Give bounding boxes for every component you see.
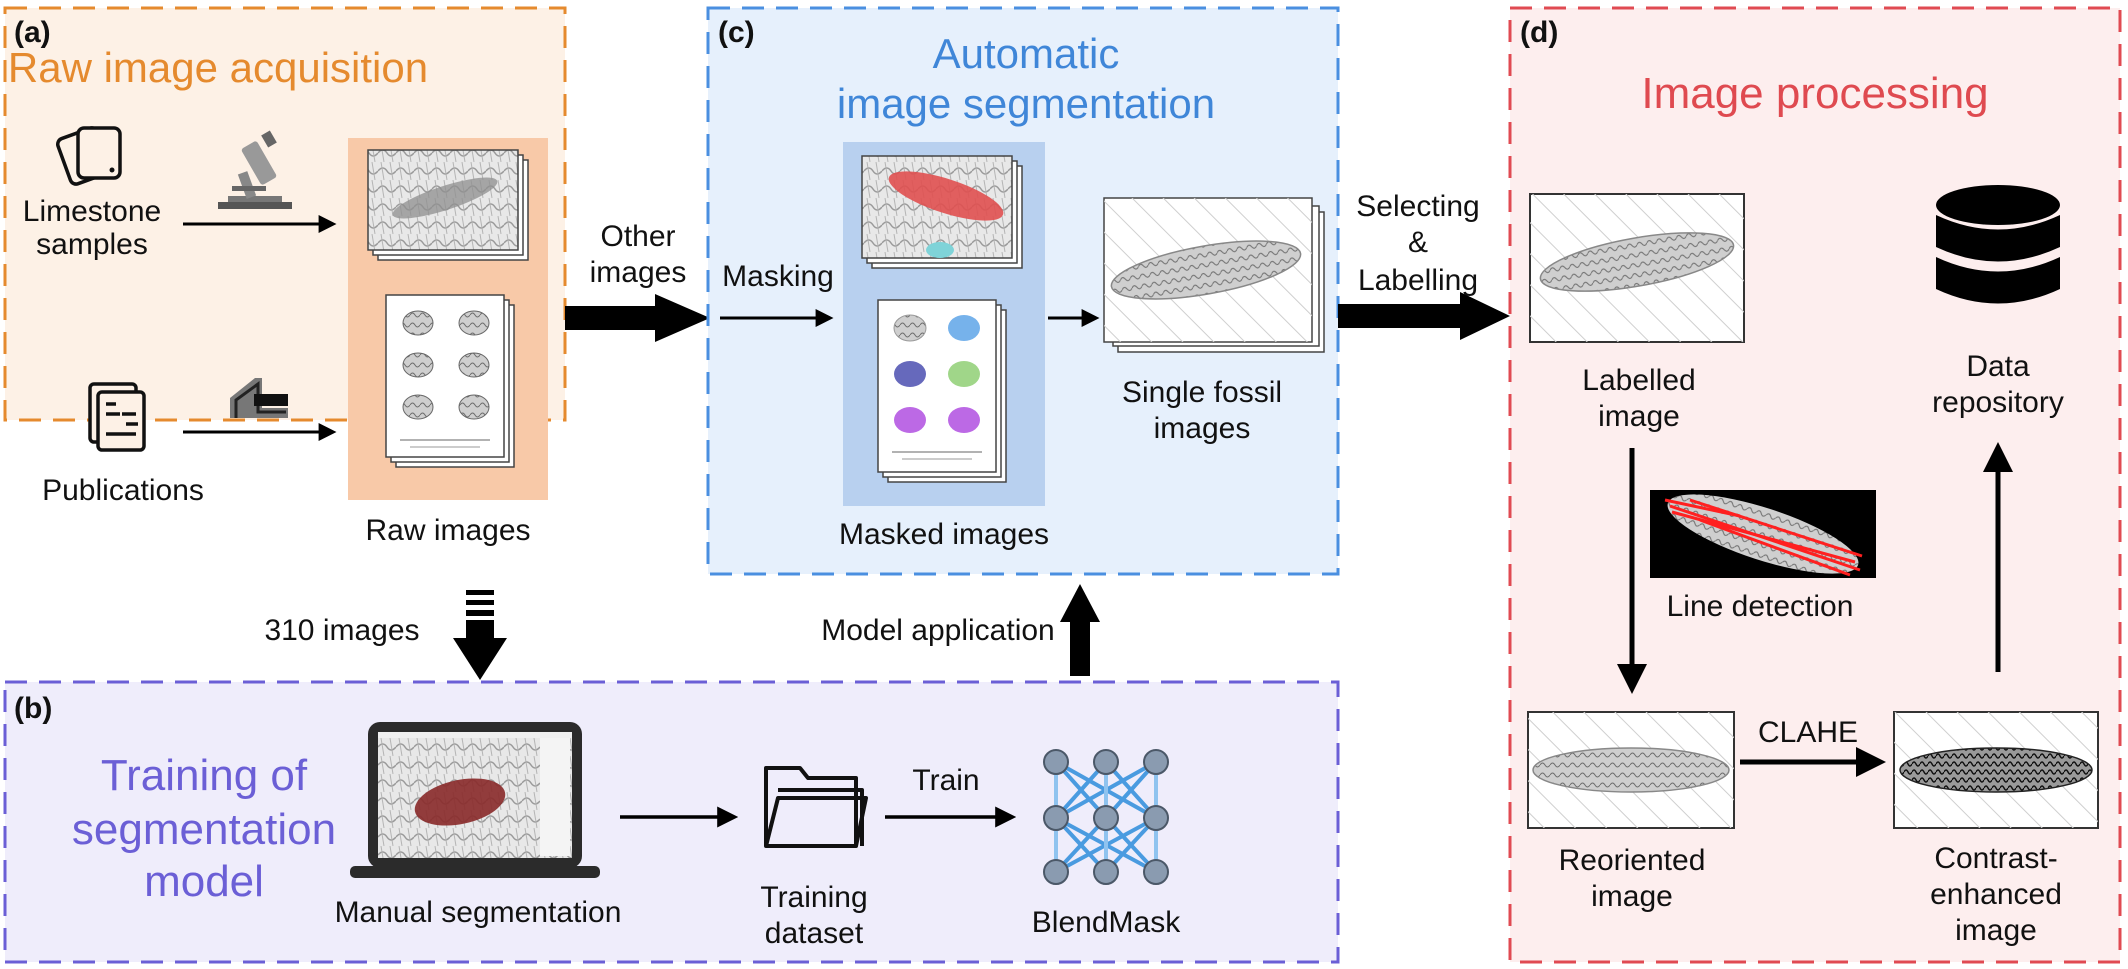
line-detection-image (1650, 490, 1876, 578)
single-fossil-label-2: images (1154, 412, 1251, 445)
contrast-enhanced-label-2: enhanced (1930, 878, 2062, 911)
cards-icon (55, 126, 122, 186)
single-fossil-label-1: Single fossil (1122, 376, 1282, 409)
train-label: Train (912, 764, 979, 797)
publications-label: Publications (42, 474, 204, 507)
model-application-label: Model application (821, 614, 1054, 647)
panel-b: (b) Training of segmentation model Manua… (3, 680, 1340, 964)
labelled-image-label-2: image (1598, 400, 1680, 433)
reoriented-image (1527, 711, 1735, 829)
contrast-enhanced-label-3: image (1955, 914, 2037, 947)
count-label: 310 images (264, 614, 419, 647)
panel-c: (c) Automatic image segmentation Masking (706, 6, 1340, 576)
panel-c-title-2: image segmentation (837, 80, 1215, 127)
clahe-label: CLAHE (1758, 716, 1858, 749)
arrow-selecting-labelling (1338, 292, 1510, 340)
other-images-label-1: Other (600, 220, 675, 253)
laptop-icon (350, 722, 600, 878)
panel-d-title: Image processing (1641, 69, 1988, 118)
data-repository-label-2: repository (1932, 386, 2064, 419)
selecting-label-2: & (1408, 226, 1428, 259)
panel-b-letter: (b) (14, 692, 52, 725)
other-images-label-2: images (590, 256, 687, 289)
panel-c-letter: (c) (718, 16, 755, 49)
training-dataset-label-2: dataset (765, 917, 864, 950)
masked-image-plate-stack (877, 299, 1007, 483)
microscope-icon (218, 130, 292, 209)
labelled-image (1529, 193, 1745, 343)
contrast-enhanced-image (1893, 711, 2099, 829)
reoriented-image-label-2: image (1591, 880, 1673, 913)
panel-a-letter: (a) (14, 16, 51, 49)
limestone-label-1: Limestone (23, 195, 161, 228)
folder-icon (764, 766, 868, 848)
arrow-other-images (565, 294, 710, 342)
line-detection-label: Line detection (1667, 590, 1854, 623)
panel-b-title-1: Training of (101, 751, 308, 800)
panel-c-title-1: Automatic (933, 30, 1120, 77)
arrow-model-application (1060, 584, 1100, 676)
database-icon (1936, 185, 2060, 304)
blendmask-label: BlendMask (1032, 906, 1181, 939)
documents-icon (88, 382, 146, 452)
masked-image-photo-stack (861, 155, 1023, 269)
panel-d-letter: (d) (1520, 16, 1558, 49)
contrast-enhanced-label-1: Contrast- (1934, 842, 2057, 875)
raw-images-label: Raw images (365, 514, 530, 547)
selecting-label-3: Labelling (1358, 264, 1478, 297)
panel-b-title-3: model (144, 857, 264, 906)
limestone-label-2: samples (36, 228, 148, 261)
arrow-310-images (453, 590, 507, 680)
reoriented-image-label-1: Reoriented (1559, 844, 1706, 877)
selecting-label-1: Selecting (1356, 190, 1479, 223)
scanner-icon (230, 378, 288, 418)
data-repository-label-1: Data (1966, 350, 2030, 383)
manual-segmentation-label: Manual segmentation (335, 896, 622, 929)
labelled-image-label-1: Labelled (1582, 364, 1695, 397)
training-dataset-label-1: Training (760, 881, 867, 914)
raw-image-photo-stack (367, 149, 529, 261)
raw-image-plate-stack (385, 294, 515, 468)
neural-network-icon (1043, 749, 1169, 885)
panel-b-title-2: segmentation (72, 805, 336, 854)
single-fossil-stack (1103, 197, 1325, 353)
panel-a-title: Raw image acquisition (8, 44, 428, 91)
panel-a: (a) Raw image acquisition Limestone samp… (3, 6, 567, 547)
masked-images-label: Masked images (839, 518, 1049, 551)
panel-d: (d) Image processing Labelled image Data… (1508, 6, 2122, 964)
masking-label: Masking (722, 260, 834, 293)
